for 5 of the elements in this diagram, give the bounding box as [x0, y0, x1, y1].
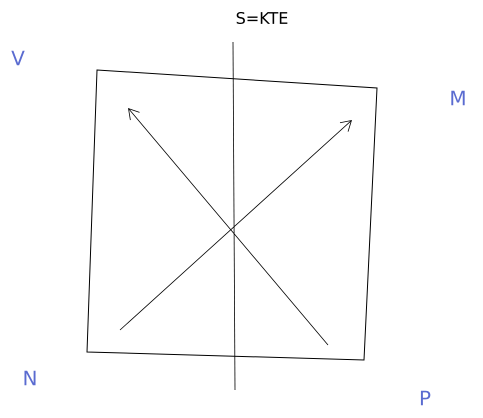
hand-letter: P	[420, 390, 430, 406]
hand-letter: V	[11, 50, 25, 66]
hand-letter: S=KTE	[236, 12, 288, 24]
hand-letter: N	[24, 370, 36, 386]
hand-letter: M	[451, 90, 465, 106]
